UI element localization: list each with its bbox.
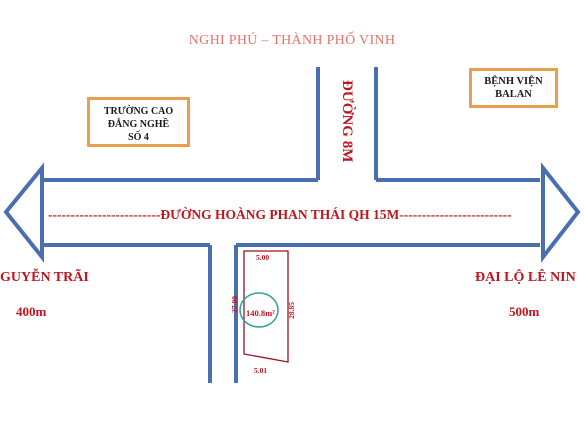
right-arrow-head: [541, 162, 581, 263]
right-direction-name: ĐẠI LỘ LÊ NIN: [475, 270, 576, 285]
lot-right-dimension: 28.85: [287, 302, 296, 319]
hospital-line-2: BALAN: [495, 89, 532, 100]
area-circle: [239, 292, 279, 328]
right-direction-distance: 500m: [509, 304, 540, 319]
left-arrow-head: [3, 162, 44, 263]
hospital-line-1: BỆNH VIỆN: [484, 76, 543, 87]
lot-outline: [243, 250, 289, 363]
location-title: NGHI PHÚ – THÀNH PHỐ VINH: [188, 33, 396, 48]
lot-left-dimension: 27.80: [230, 296, 239, 313]
school-label-box: TRƯỜNG CAO ĐẲNG NGHỀ SỐ 4: [87, 97, 190, 147]
main-road-label: -------------------------ĐƯỜNG HOÀNG PHA…: [48, 207, 512, 222]
lot-bottom-dimension: 5.01: [254, 366, 268, 375]
lot-top-dimension: 5.00: [256, 253, 270, 262]
side-road-label: ĐƯỜNG 8M: [339, 80, 355, 163]
left-direction-distance: 400m: [16, 304, 47, 319]
lot-area-label: 140.8m²: [246, 308, 275, 318]
left-direction-name: GUYỄN TRÃI: [0, 270, 89, 285]
school-line-3: SỐ 4: [128, 132, 149, 143]
school-line-2: ĐẲNG NGHỀ: [107, 119, 170, 130]
hospital-label-box: BỆNH VIỆN BALAN: [469, 68, 558, 108]
school-line-1: TRƯỜNG CAO: [103, 106, 174, 117]
